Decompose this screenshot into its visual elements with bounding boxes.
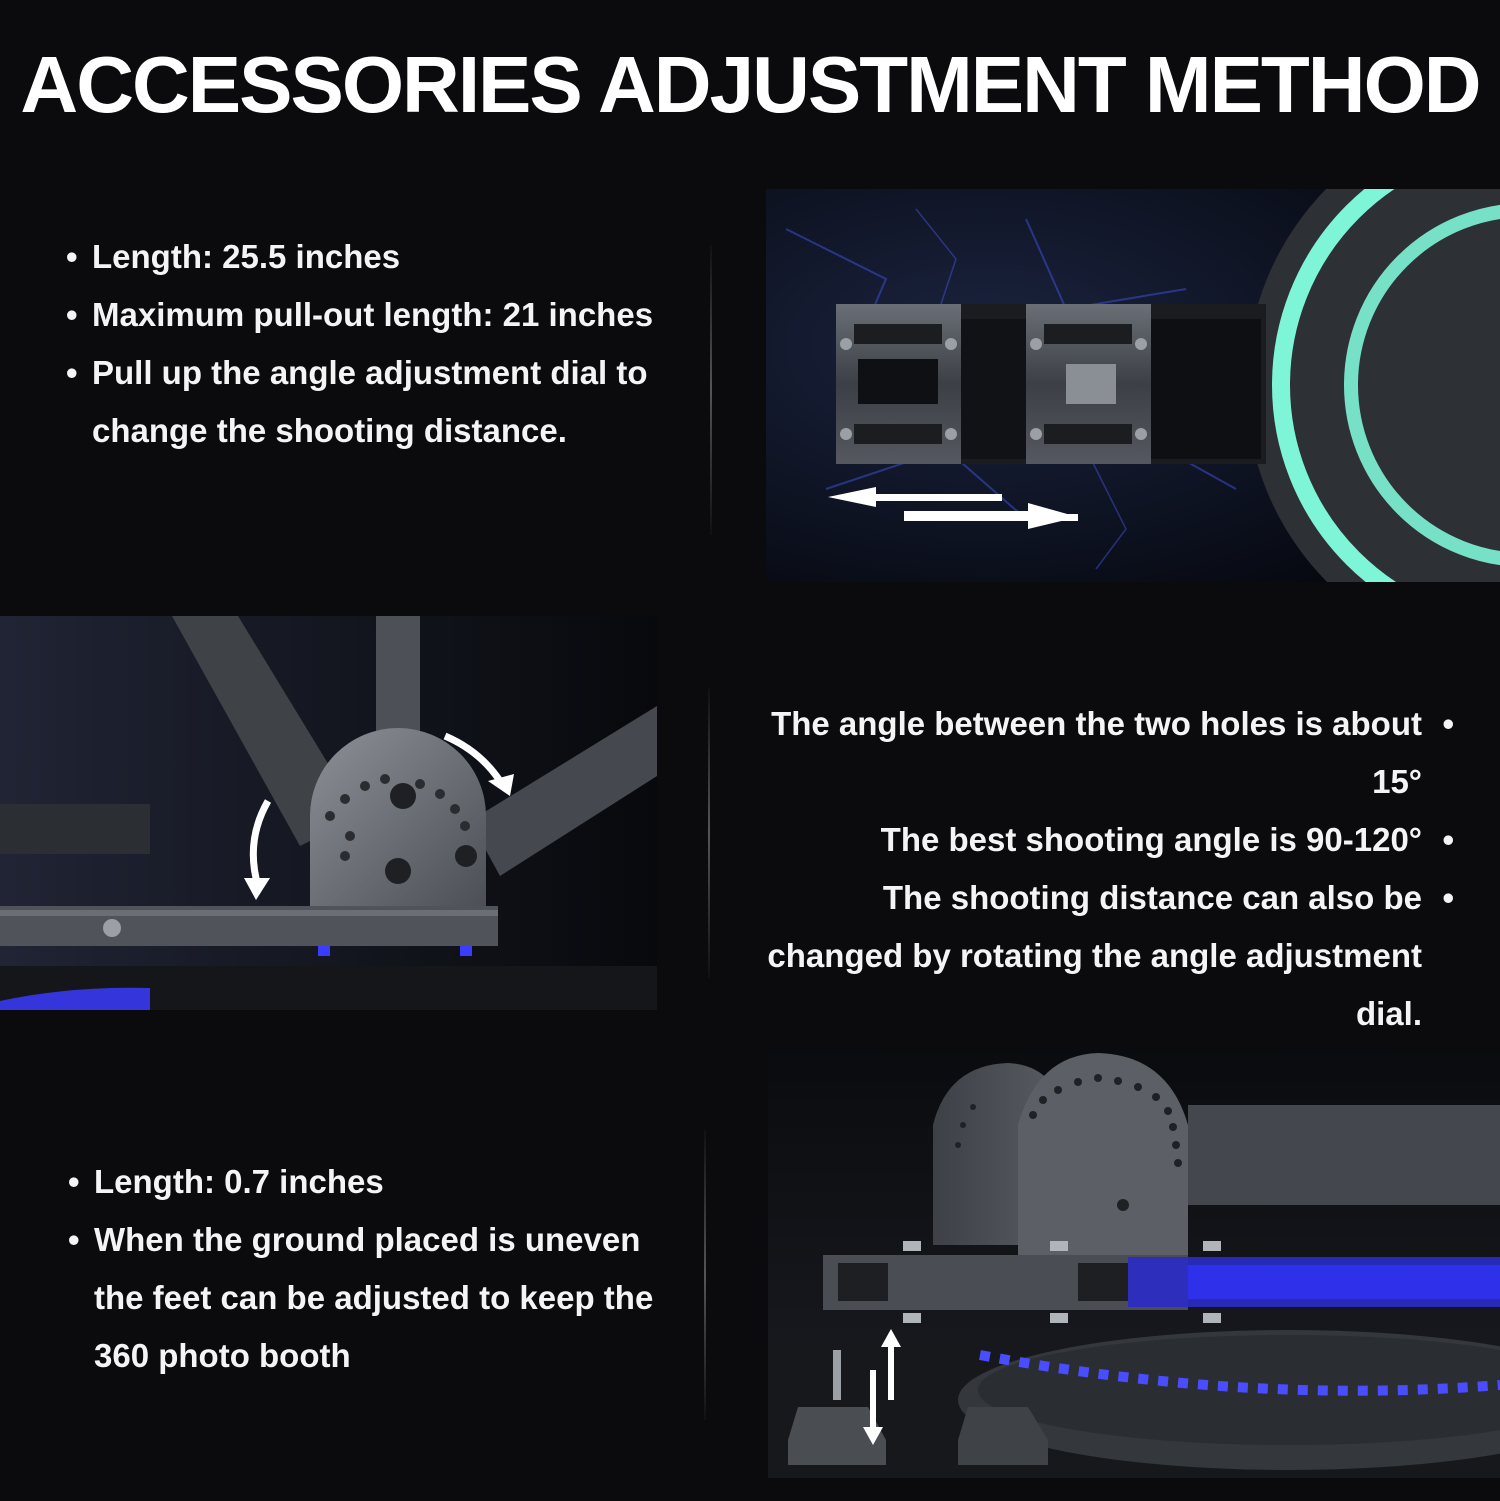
list-item: The shooting distance can also be change… <box>722 869 1454 1043</box>
angle-dial-illustration <box>0 616 657 1010</box>
bullet-icon: • <box>1442 821 1454 858</box>
page-title: ACCESSORIES ADJUSTMENT METHOD <box>20 40 1481 129</box>
arrow-right-icon <box>904 503 1078 529</box>
adjustable-feet-illustration <box>768 1045 1500 1478</box>
bullet-icon: • <box>1442 705 1454 742</box>
list-item: The best shooting angle is 90-120°• <box>722 811 1454 869</box>
bullet-icon: • <box>66 238 78 275</box>
divider <box>704 1130 706 1420</box>
list-item: The angle between the two holes is about… <box>722 695 1454 811</box>
arm-specs-list: •Length: 25.5 inches •Maximum pull-out l… <box>66 228 696 460</box>
list-item: •Length: 0.7 inches <box>68 1153 698 1211</box>
bullet-icon: • <box>68 1221 80 1258</box>
divider <box>710 245 712 535</box>
adjustable-feet-photo <box>768 1045 1500 1478</box>
bullet-icon: • <box>66 354 78 391</box>
bullet-icon: • <box>68 1163 80 1200</box>
divider <box>708 688 710 978</box>
arrow-left-icon <box>828 487 1002 507</box>
list-item: •Length: 25.5 inches <box>66 228 696 286</box>
angle-dial-photo <box>0 616 657 1010</box>
feet-specs-list: •Length: 0.7 inches •When the ground pla… <box>68 1153 698 1385</box>
telescopic-arm-illustration <box>766 189 1500 582</box>
arrow-up-icon <box>888 1345 894 1400</box>
list-item: •When the ground placed is uneven the fe… <box>68 1211 694 1385</box>
curved-arrow-right-icon <box>443 732 503 783</box>
bullet-icon: • <box>1442 879 1454 916</box>
telescopic-arm-photo <box>766 189 1500 582</box>
arrow-down-icon <box>870 1370 876 1430</box>
angle-info-list: The angle between the two holes is about… <box>722 695 1454 1043</box>
list-item: •Maximum pull-out length: 21 inches <box>66 286 696 344</box>
bullet-icon: • <box>66 296 78 333</box>
list-item: •Pull up the angle adjustment dial to ch… <box>66 344 692 460</box>
curved-arrow-down-icon <box>249 799 272 887</box>
